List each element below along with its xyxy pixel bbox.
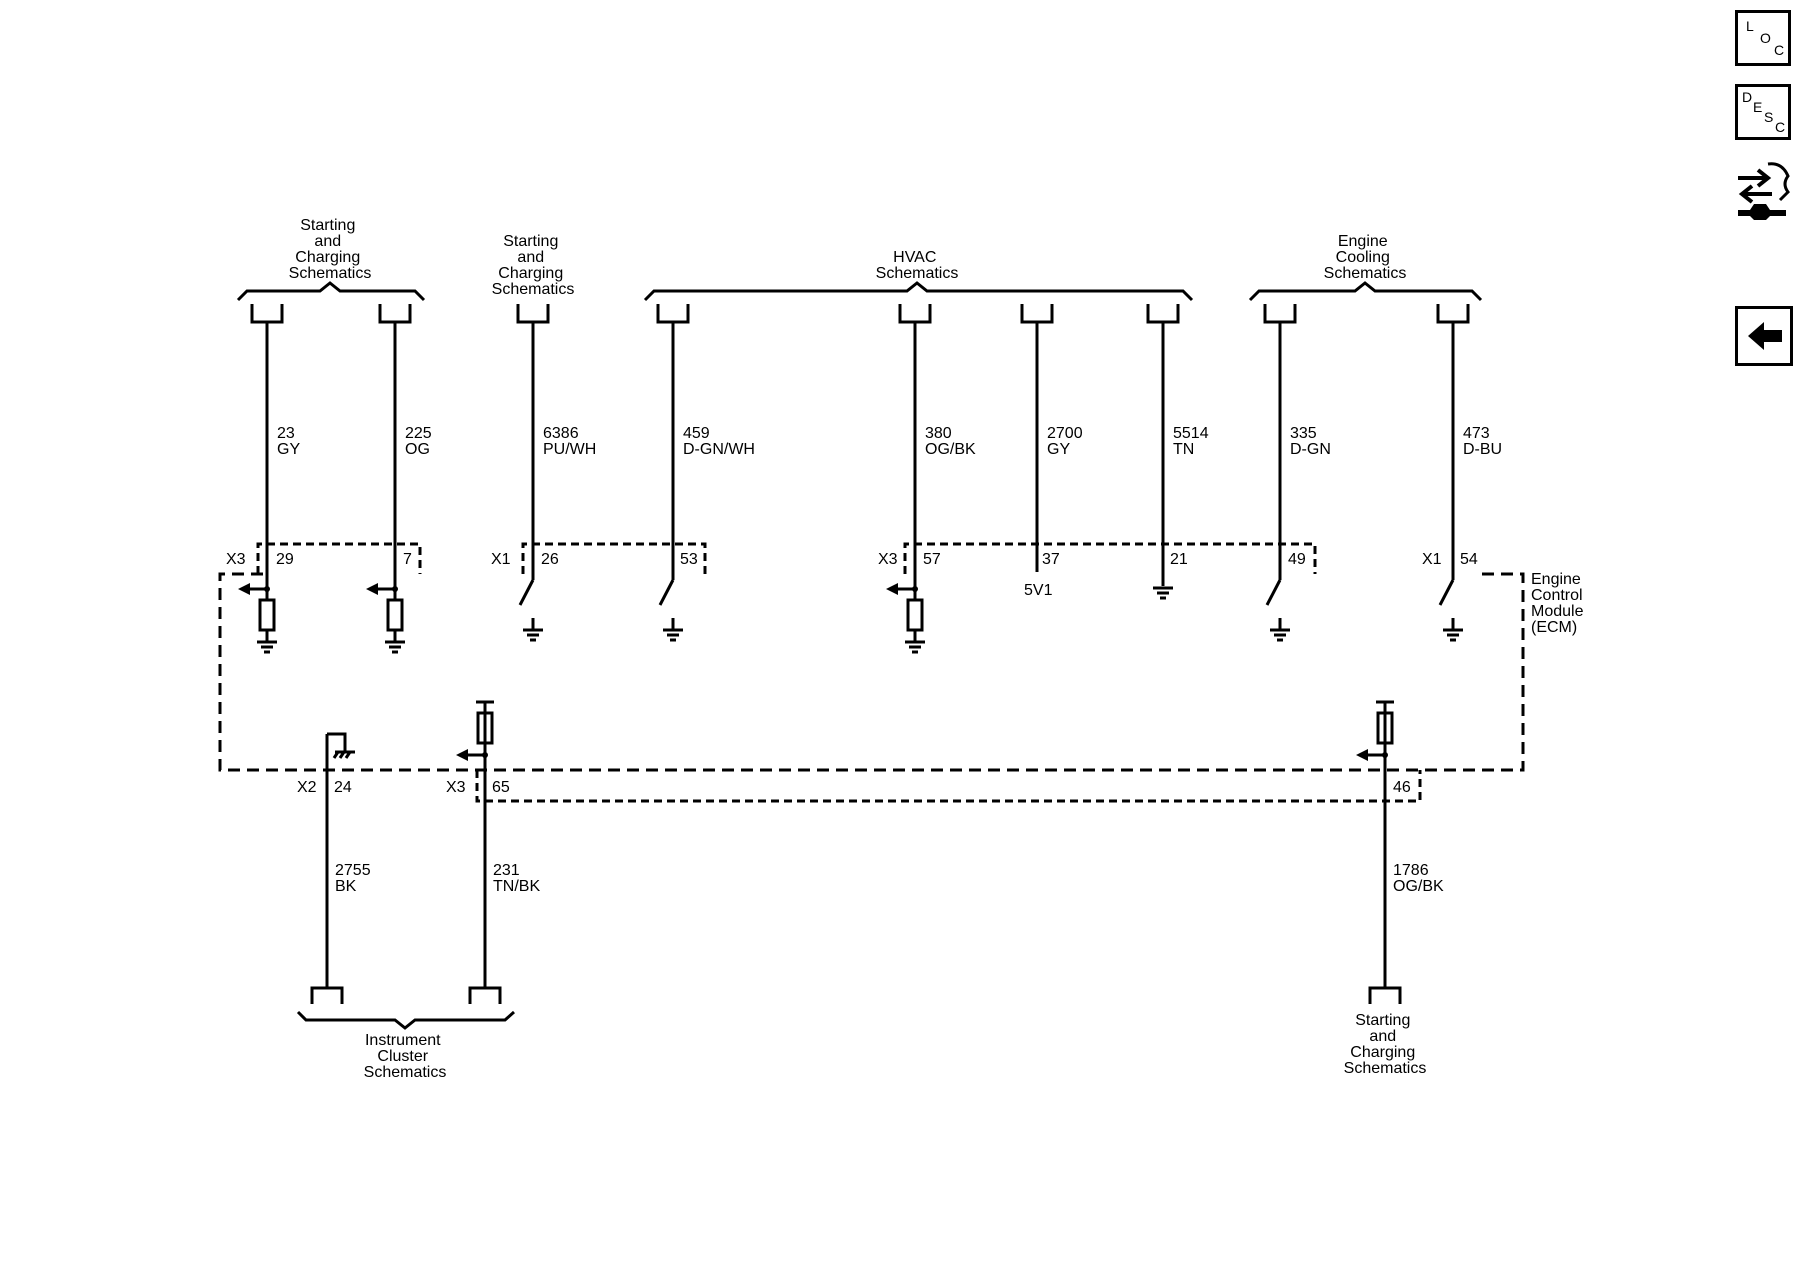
arrow-head — [238, 583, 250, 595]
ground-symbol — [257, 640, 277, 654]
pin-number: 65 — [492, 779, 510, 796]
back-arrow-icon — [1748, 322, 1782, 350]
loc-letter: C — [1774, 42, 1785, 58]
location-button[interactable]: L O C — [1735, 10, 1791, 66]
terminal — [1436, 304, 1470, 324]
resistor — [906, 598, 924, 632]
brace-instrument-cluster — [296, 1010, 515, 1030]
connector-label: X3 — [446, 779, 466, 796]
terminal — [250, 304, 284, 324]
arrow-head — [886, 583, 898, 595]
group-label-starting-charging-3: Starting and Charging Schematics — [1344, 1012, 1427, 1077]
group-label-engine-cooling: Engine Cooling Schematics — [1324, 233, 1407, 282]
junction-dot — [1382, 752, 1388, 758]
arrow-head — [366, 583, 378, 595]
terminal — [656, 304, 690, 324]
loc-letter: L — [1746, 18, 1754, 34]
junction-dot — [264, 586, 270, 592]
terminal — [378, 304, 412, 324]
terminal — [468, 986, 502, 1004]
ecm-outline — [218, 572, 1525, 772]
connector-label: X2 — [297, 779, 317, 796]
connector-label: X1 — [491, 551, 511, 568]
description-button[interactable]: D E S C — [1735, 84, 1791, 140]
pin-number: 24 — [334, 779, 352, 796]
desc-letter: C — [1775, 119, 1786, 135]
junction-dot — [392, 586, 398, 592]
ground-symbol — [1153, 586, 1173, 600]
ground-symbol — [663, 628, 683, 642]
ground-symbol — [905, 640, 925, 654]
switch-contact — [658, 579, 675, 606]
pin-number: 21 — [1170, 551, 1188, 568]
chassis-ground-symbol — [332, 750, 355, 759]
switch-contact — [1265, 579, 1282, 606]
connector-x1-top-housing — [521, 542, 707, 574]
pin-number: 26 — [541, 551, 559, 568]
terminal — [898, 304, 932, 324]
connector-x3-top-housing — [256, 542, 422, 574]
desc-letter: D — [1742, 89, 1753, 105]
ground-symbol — [1270, 628, 1290, 642]
connector-end-view-icon[interactable] — [1732, 158, 1794, 222]
group-label-starting-charging-2: Starting and Charging Schematics — [492, 233, 575, 298]
brace-hvac — [643, 281, 1194, 302]
pin-number: 29 — [276, 551, 294, 568]
pin-number: 37 — [1042, 551, 1060, 568]
desc-letter: S — [1764, 109, 1774, 125]
ground-symbol — [523, 628, 543, 642]
connector-label: X3 — [878, 551, 898, 568]
arrow-head — [456, 749, 468, 761]
connector-x3-bottom-housing — [475, 770, 1422, 803]
group-label-starting-charging-1: Starting and Charging Schematics — [289, 217, 372, 282]
pin-number: 54 — [1460, 551, 1478, 568]
terminal — [1020, 304, 1054, 324]
resistor — [386, 598, 404, 632]
junction-dot — [482, 752, 488, 758]
pin-number: 46 — [1393, 779, 1411, 796]
resistor — [258, 598, 276, 632]
brace-engine-cooling — [1248, 281, 1483, 302]
switch-contact — [518, 579, 535, 606]
pin-number: 49 — [1288, 551, 1306, 568]
brace-starting-charging-1 — [236, 281, 426, 302]
module-label: Engine Control Module (ECM) — [1531, 571, 1588, 636]
junction-dot — [912, 586, 918, 592]
terminal — [1146, 304, 1180, 324]
terminal — [1368, 986, 1402, 1004]
arrow-head — [1356, 749, 1368, 761]
back-button[interactable] — [1735, 306, 1793, 366]
group-label-hvac: HVAC Schematics — [876, 249, 959, 282]
ground-symbol — [385, 640, 405, 654]
connector-x3-mid-housing — [903, 542, 1317, 574]
pin-number: 7 — [403, 551, 412, 568]
switch-contact — [1438, 579, 1455, 606]
ground-stub-2755 — [327, 732, 347, 752]
pin-number: 57 — [923, 551, 941, 568]
pin-number: 53 — [680, 551, 698, 568]
terminal — [1263, 304, 1297, 324]
ground-symbol — [1443, 628, 1463, 642]
connector-label: X1 — [1422, 551, 1442, 568]
connector-label: X3 — [226, 551, 246, 568]
terminal — [516, 304, 550, 324]
desc-letter: E — [1753, 99, 1763, 115]
terminal — [310, 986, 344, 1004]
loc-letter: O — [1760, 30, 1771, 46]
reference-voltage-label: 5V1 — [1024, 582, 1053, 599]
group-label-instrument-cluster: Instrument Cluster Schematics — [364, 1032, 447, 1081]
